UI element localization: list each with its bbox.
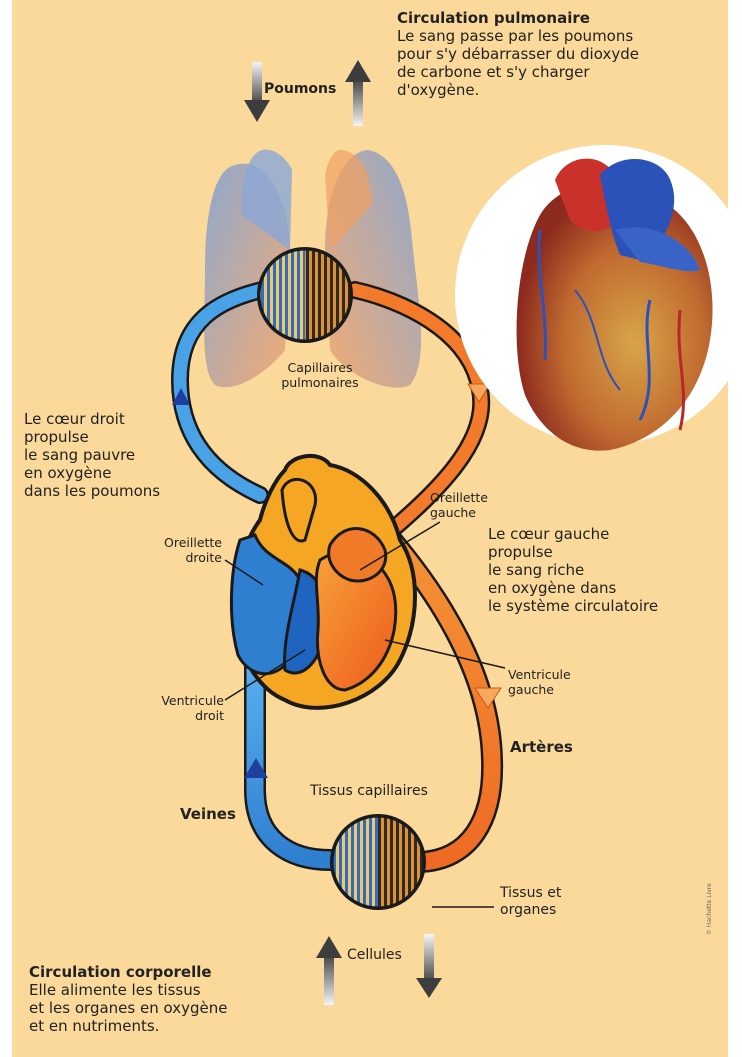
ventricule-droit-label: Ventricule droit [140,693,224,723]
ventricule-gauche-label: Ventricule gauche [508,667,571,697]
cellules-label: Cellules [347,947,402,964]
veines-label: Veines [180,805,236,823]
tissue-capillaries [330,814,426,910]
capillaires-pulmonaires-label: Capillaires pulmonaires [270,360,370,390]
pulmonary-capillaries [257,247,353,343]
corporal-circulation-title: Circulation corporelle [29,963,212,981]
image-credit: © Hachette Livre [706,883,713,935]
corporal-circulation-text: Elle alimente les tissus et les organes … [29,981,227,1035]
pulmonary-circulation-text: Le sang passe par les poumons pour s'y d… [397,27,639,99]
poumons-label: Poumons [264,80,336,98]
oreillette-gauche-label: Oreillette gauche [430,490,488,520]
tissus-capillaires-label: Tissus capillaires [310,783,428,800]
tissus-organes-label: Tissus et organes [500,885,561,919]
coeur-gauche-caption: Le cœur gauche propulse le sang riche en… [488,525,658,615]
realistic-heart-image [455,145,742,451]
arteres-label: Artères [510,738,573,756]
coeur-droit-caption: Le cœur droit propulse le sang pauvre en… [24,410,160,500]
pulmonary-circulation-title: Circulation pulmonaire [397,9,590,27]
oreillette-droite-label: Oreillette droite [140,535,222,565]
cellules-up-arrow-icon [316,936,342,1005]
cellules-down-arrow-icon [416,934,442,998]
poumons-up-arrow-icon [345,60,371,126]
